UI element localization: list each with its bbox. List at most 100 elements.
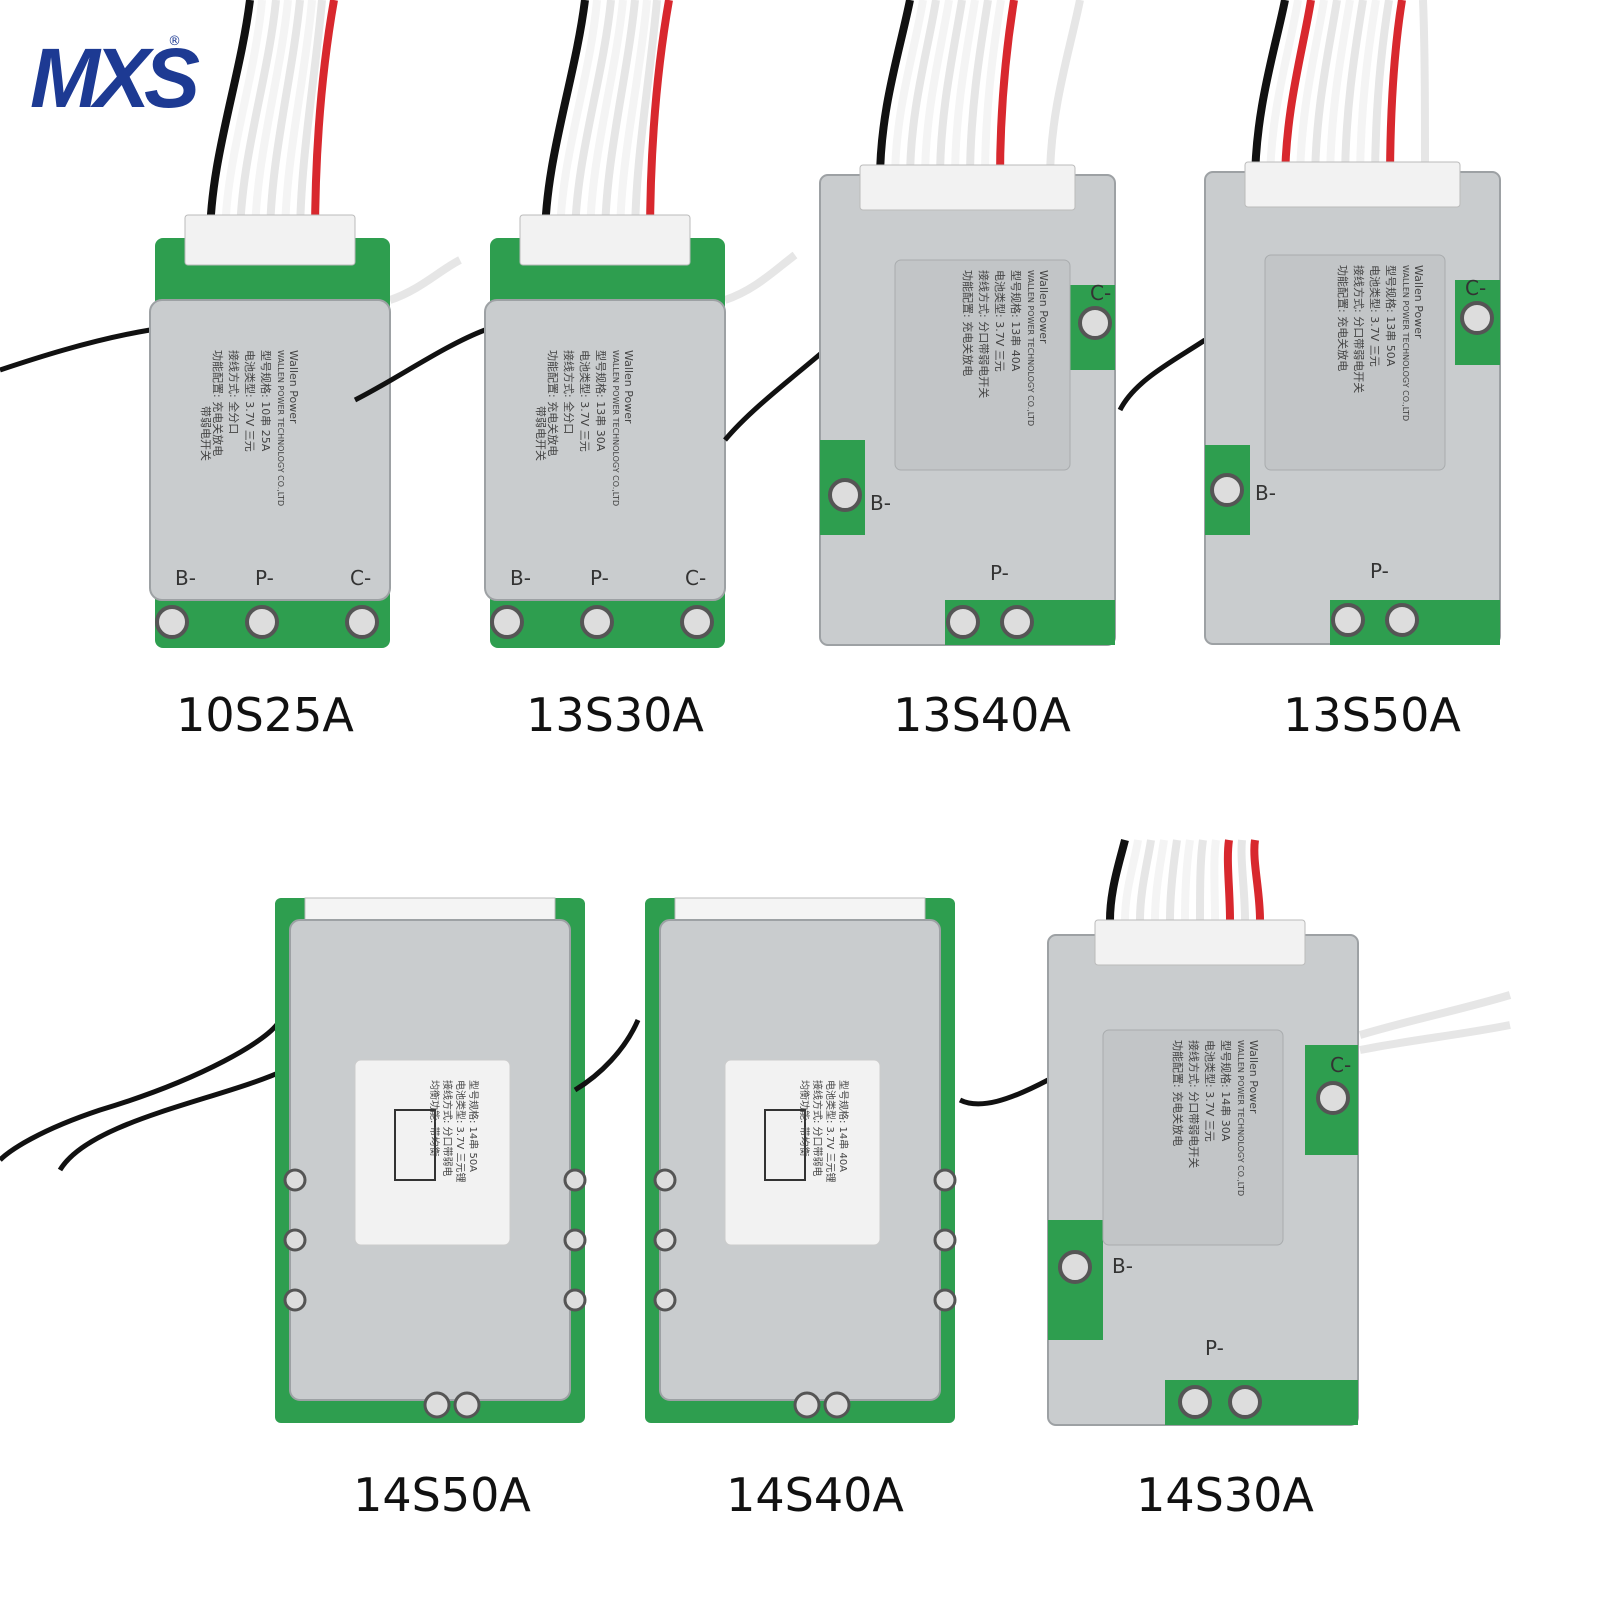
- spec-plate: [1102, 1029, 1284, 1246]
- balance-connector: [184, 214, 356, 266]
- spec-plate-text: Wallen Power WALLEN POWER TECHNOLOGY CO.…: [199, 350, 300, 506]
- temperature-sensor-wire: [723, 348, 827, 442]
- svg-text:电池类型: 3.7V 三元: 电池类型: 3.7V 三元: [993, 270, 1007, 372]
- model-caption: 14S50A: [353, 1468, 531, 1522]
- svg-text:型号规格: 13串 50A: 型号规格: 13串 50A: [1384, 265, 1398, 367]
- terminal-label: C-: [350, 566, 371, 590]
- product-image-14s50a: 型号规格: 14串 50A 电池类型: 3.7V 三元锂 接线方式: 分口带弱电…: [0, 897, 587, 1423]
- balance-connector: [859, 164, 1076, 211]
- svg-text:Wallen Power: Wallen Power: [1412, 265, 1425, 339]
- balance-wire-harness: [1251, 0, 1429, 186]
- terminal-label: B-: [510, 566, 531, 590]
- svg-text:型号规格: 14串 50A: 型号规格: 14串 50A: [467, 1080, 480, 1172]
- brand-logo: MXS ®: [30, 30, 200, 130]
- model-caption: 10S25A: [176, 688, 354, 742]
- terminal-screws: [283, 1168, 587, 1419]
- svg-text:电池类型: 3.7V 三元锂: 电池类型: 3.7V 三元锂: [824, 1080, 837, 1182]
- svg-text:功能配置: 充电关放电: 功能配置: 充电关放电: [1171, 1040, 1185, 1146]
- metal-heatsink: [484, 299, 726, 601]
- svg-text:WALLEN POWER TECHNOLOGY CO.,LT: WALLEN POWER TECHNOLOGY CO.,LTD: [1401, 265, 1410, 421]
- brand-name: MXS: [30, 31, 200, 125]
- svg-text:Wallen Power: Wallen Power: [1037, 270, 1050, 344]
- terminal-label: P-: [590, 566, 609, 590]
- terminal-screws: [1210, 301, 1494, 637]
- svg-text:功能配置: 充电关放电: 功能配置: 充电关放电: [961, 270, 975, 376]
- svg-text:功能配置: 充电关放电: 功能配置: 充电关放电: [211, 350, 225, 456]
- svg-text:WALLEN POWER TECHNOLOGY CO.,LT: WALLEN POWER TECHNOLOGY CO.,LTD: [1026, 270, 1035, 426]
- product-image-14s30a: C- B- P- Wallen Power WALLEN POWER TECHN…: [958, 839, 1512, 1426]
- model-caption: 14S30A: [1136, 1468, 1314, 1522]
- terminal-label: C-: [1330, 1053, 1351, 1077]
- model-caption: 13S50A: [1283, 688, 1461, 742]
- temperature-sensor-wire: [1117, 337, 1207, 412]
- temperature-sensor-wire: [0, 327, 151, 373]
- svg-text:接线方式: 分口带弱电开关: 接线方式: 分口带弱电开关: [977, 270, 991, 398]
- product-image-13s50a: C- B- P- Wallen Power WALLEN POWER TECHN…: [1117, 0, 1501, 645]
- spec-plate: [1264, 254, 1446, 471]
- svg-text:Wallen Power: Wallen Power: [1247, 1040, 1260, 1114]
- spec-plate-text: Wallen Power WALLEN POWER TECHNOLOGY CO.…: [1171, 1040, 1260, 1196]
- spec-sticker: [724, 1059, 881, 1246]
- svg-text:接线方式: 分口带弱电开关: 接线方式: 分口带弱电开关: [1187, 1040, 1201, 1168]
- svg-text:WALLEN POWER TECHNOLOGY CO.,LT: WALLEN POWER TECHNOLOGY CO.,LTD: [276, 350, 285, 506]
- terminal-screws: [490, 605, 714, 639]
- spec-sticker-text: 型号规格: 14串 40A 电池类型: 3.7V 三元锂 接线方式: 分口带弱电…: [798, 1080, 850, 1182]
- terminal-label: P-: [1205, 1336, 1224, 1360]
- product-image-14s40a: 型号规格: 14串 40A 电池类型: 3.7V 三元锂 接线方式: 分口带弱电…: [573, 897, 957, 1423]
- terminal-screws: [653, 1168, 957, 1419]
- balance-connector: [519, 214, 691, 266]
- svg-text:电池类型: 3.7V 三元: 电池类型: 3.7V 三元: [243, 350, 257, 452]
- balance-connector: [1094, 919, 1306, 966]
- balance-wire-harness: [1106, 839, 1264, 921]
- registered-mark: ®: [168, 34, 181, 49]
- spec-sticker-text: 型号规格: 14串 50A 电池类型: 3.7V 三元锂 接线方式: 分口带弱电…: [428, 1080, 480, 1182]
- svg-text:均衡功能: 带均衡: 均衡功能: 带均衡: [428, 1080, 441, 1157]
- svg-text:电池类型: 3.7V 三元: 电池类型: 3.7V 三元: [578, 350, 592, 452]
- svg-text:型号规格: 13串 40A: 型号规格: 13串 40A: [1009, 270, 1023, 372]
- svg-text:功能配置: 充电关放电: 功能配置: 充电关放电: [1336, 265, 1350, 371]
- svg-text:WALLEN POWER TECHNOLOGY CO.,LT: WALLEN POWER TECHNOLOGY CO.,LTD: [611, 350, 620, 506]
- terminal-label: C-: [1465, 276, 1486, 300]
- model-caption: 13S30A: [526, 688, 704, 742]
- spec-plate-text: Wallen Power WALLEN POWER TECHNOLOGY CO.…: [961, 270, 1050, 426]
- terminal-label: P-: [255, 566, 274, 590]
- svg-text:型号规格: 10串 25A: 型号规格: 10串 25A: [259, 350, 273, 452]
- balance-wire-harness: [876, 0, 1084, 181]
- svg-text:接线方式: 全分口: 接线方式: 全分口: [227, 350, 241, 434]
- terminal-label: P-: [1370, 559, 1389, 583]
- metal-heatsink: [149, 299, 391, 601]
- svg-text:功能配置: 充电关放电: 功能配置: 充电关放电: [546, 350, 560, 456]
- spec-plate-text: Wallen Power WALLEN POWER TECHNOLOGY CO.…: [1336, 265, 1425, 421]
- temperature-sensor-wire: [353, 327, 486, 403]
- spec-sticker: [354, 1059, 511, 1246]
- model-caption: 14S40A: [726, 1468, 904, 1522]
- svg-text:接线方式: 分口带弱电: 接线方式: 分口带弱电: [441, 1080, 454, 1177]
- svg-text:Wallen Power: Wallen Power: [287, 350, 300, 424]
- svg-text:电池类型: 3.7V 三元锂: 电池类型: 3.7V 三元锂: [454, 1080, 467, 1182]
- svg-text:型号规格: 14串 40A: 型号规格: 14串 40A: [837, 1080, 850, 1172]
- svg-text:Wallen Power: Wallen Power: [622, 350, 635, 424]
- svg-text:型号规格: 14串 30A: 型号规格: 14串 30A: [1219, 1040, 1233, 1142]
- svg-text:均衡功能: 带均衡: 均衡功能: 带均衡: [798, 1080, 811, 1157]
- svg-text:接线方式: 全分口: 接线方式: 全分口: [562, 350, 576, 434]
- terminal-label: C-: [685, 566, 706, 590]
- svg-text:WALLEN POWER TECHNOLOGY CO.,LT: WALLEN POWER TECHNOLOGY CO.,LTD: [1236, 1040, 1245, 1196]
- terminal-label: B-: [1255, 481, 1276, 505]
- balance-wire-harness: [206, 0, 338, 241]
- svg-text:电池类型: 3.7V 三元: 电池类型: 3.7V 三元: [1203, 1040, 1217, 1142]
- product-image-13s40a: C- B- P- Wallen Power WALLEN POWER TECHN…: [723, 0, 1116, 646]
- svg-text:接线方式: 分口带弱电: 接线方式: 分口带弱电: [811, 1080, 824, 1177]
- terminal-label: B-: [175, 566, 196, 590]
- temperature-sensor-wire: [958, 1077, 1050, 1107]
- svg-text:型号规格: 13串 30A: 型号规格: 13串 30A: [594, 350, 608, 452]
- terminal-label: B-: [870, 491, 891, 515]
- terminal-label: P-: [990, 561, 1009, 585]
- terminal-label: C-: [1090, 281, 1111, 305]
- terminal-screws: [828, 306, 1112, 639]
- balance-wire-harness: [541, 0, 673, 241]
- svg-text:电池类型: 3.7V 三元: 电池类型: 3.7V 三元: [1368, 265, 1382, 367]
- temperature-sensor-wire: [0, 1018, 283, 1162]
- terminal-label: B-: [1112, 1254, 1133, 1278]
- spec-plate: [894, 259, 1071, 471]
